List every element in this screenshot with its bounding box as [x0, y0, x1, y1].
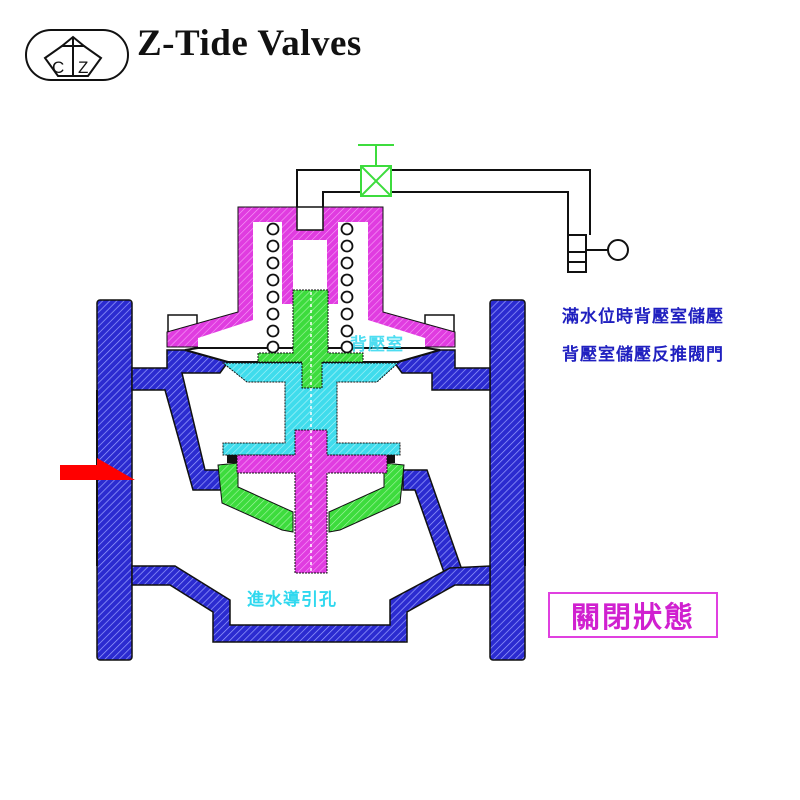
state-label: 關閉狀態 [548, 592, 718, 638]
note-line-1: 滿水位時背壓室儲壓 [562, 307, 724, 327]
svg-text:C: C [52, 58, 64, 77]
disc-assembly [217, 289, 405, 574]
company-logo: C Z [25, 29, 129, 81]
brand-name: Z-Tide Valves [137, 23, 362, 64]
note-line-2: 背壓室儲壓反推閥門 [562, 345, 724, 365]
spring-icon [266, 222, 354, 354]
needle-valve-icon [358, 144, 394, 197]
bonnet [166, 206, 456, 363]
pilot-pipe [296, 169, 629, 273]
inlet-hole-label: 進水導引孔 [247, 590, 337, 610]
back-pressure-chamber-label: 背壓室 [350, 335, 404, 355]
flow-arrow-icon [60, 458, 135, 480]
valve-body [96, 299, 526, 661]
svg-text:Z: Z [78, 58, 88, 77]
